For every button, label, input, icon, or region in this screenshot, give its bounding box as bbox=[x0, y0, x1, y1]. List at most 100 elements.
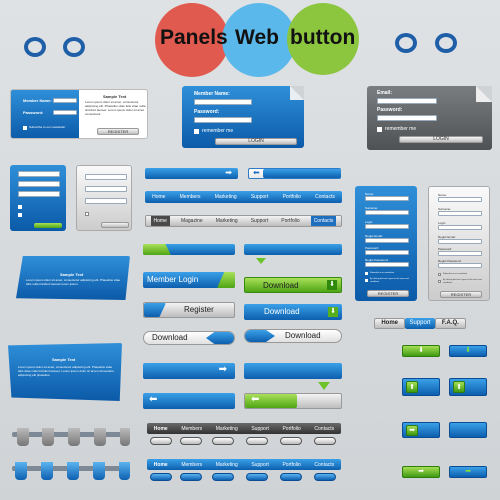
form-input[interactable] bbox=[85, 174, 127, 180]
nav-members[interactable]: Members bbox=[179, 194, 201, 200]
surname-input[interactable] bbox=[438, 211, 482, 216]
member-name-input[interactable] bbox=[194, 99, 252, 105]
nav-pill[interactable] bbox=[314, 437, 336, 445]
tile-green-right[interactable]: ➡ bbox=[402, 466, 440, 478]
nav-pill[interactable] bbox=[280, 473, 302, 481]
tab-home[interactable]: Home bbox=[374, 318, 406, 329]
nav-pill[interactable] bbox=[280, 437, 302, 445]
ribbon-tab[interactable] bbox=[94, 428, 106, 446]
ribbon-tab[interactable] bbox=[120, 428, 130, 446]
nav-pill[interactable] bbox=[150, 473, 172, 481]
register-button[interactable]: REGISTER bbox=[367, 290, 409, 297]
nav-portfolio[interactable]: Portfolio bbox=[282, 194, 301, 200]
member-name-input[interactable] bbox=[53, 98, 77, 103]
nav-pill[interactable] bbox=[180, 437, 202, 445]
nav-pill[interactable] bbox=[180, 473, 202, 481]
password-input[interactable] bbox=[438, 251, 482, 256]
dropdown-bar[interactable] bbox=[244, 244, 342, 255]
regist-email-input[interactable] bbox=[365, 238, 409, 243]
form-input[interactable] bbox=[85, 186, 127, 192]
email-input[interactable] bbox=[377, 98, 437, 104]
arrow-bar-left-2[interactable]: ⬅ bbox=[143, 393, 235, 409]
form-checkbox[interactable] bbox=[18, 213, 22, 217]
regist-password-input[interactable] bbox=[438, 263, 482, 268]
ribbon-tab[interactable] bbox=[41, 462, 53, 480]
login-input[interactable] bbox=[438, 225, 482, 230]
nav-support[interactable]: Support bbox=[250, 194, 269, 200]
tile-blue-up[interactable]: ⬆ bbox=[402, 378, 440, 396]
progress-bar-gray[interactable]: ⬅ bbox=[244, 393, 342, 409]
nav-pill[interactable] bbox=[246, 437, 268, 445]
nav-home[interactable]: Home bbox=[153, 461, 168, 468]
register-button-large[interactable]: Register bbox=[143, 302, 235, 318]
submit-button[interactable] bbox=[101, 222, 129, 228]
nav-magazine[interactable]: Magazine bbox=[180, 218, 203, 224]
progress-bar-green-blue[interactable] bbox=[143, 244, 235, 255]
tile-blue-right[interactable]: ➡ bbox=[402, 422, 440, 438]
tile-blue-right-2[interactable]: ➡ bbox=[449, 466, 487, 478]
form-input[interactable] bbox=[18, 191, 60, 197]
login-input[interactable] bbox=[365, 224, 409, 229]
form-input[interactable] bbox=[18, 181, 60, 187]
regist-password-input[interactable] bbox=[365, 262, 409, 267]
ribbon-tab[interactable] bbox=[93, 462, 105, 480]
ribbon-tab[interactable] bbox=[119, 462, 130, 480]
nav-contacts[interactable]: Contacts bbox=[314, 425, 335, 432]
terms-checkbox[interactable] bbox=[365, 279, 368, 282]
arrow-bar-right-2[interactable]: ➡ bbox=[143, 363, 235, 379]
nav-support[interactable]: Support bbox=[250, 218, 269, 224]
regist-email-input[interactable] bbox=[438, 239, 482, 244]
nav-pill[interactable] bbox=[212, 437, 234, 445]
password-input[interactable] bbox=[194, 117, 252, 123]
ribbon-tab[interactable] bbox=[67, 462, 79, 480]
subscribe-checkbox[interactable] bbox=[365, 272, 368, 275]
nav-portfolio[interactable]: Portfolio bbox=[282, 425, 301, 432]
surname-input[interactable] bbox=[365, 210, 409, 215]
nav-support[interactable]: Support bbox=[251, 461, 269, 468]
remember-checkbox[interactable] bbox=[194, 129, 199, 134]
nav-pill[interactable] bbox=[314, 473, 336, 481]
remember-checkbox[interactable] bbox=[377, 127, 382, 132]
form-input[interactable] bbox=[18, 171, 60, 177]
form-input[interactable] bbox=[85, 198, 127, 204]
ribbon-tab[interactable] bbox=[42, 428, 54, 446]
nav-home[interactable]: Home bbox=[153, 425, 168, 432]
nav-members[interactable]: Members bbox=[181, 461, 203, 468]
arrow-bar-right[interactable]: ➡ bbox=[145, 168, 238, 179]
ribbon-tab[interactable] bbox=[17, 428, 29, 446]
member-login-button[interactable]: Member Login bbox=[143, 272, 235, 288]
nav-portfolio[interactable]: Portfolio bbox=[281, 218, 300, 224]
ribbon-tab[interactable] bbox=[68, 428, 80, 446]
download-pill-1[interactable]: Download bbox=[143, 331, 235, 345]
nav-portfolio[interactable]: Portfolio bbox=[282, 461, 301, 468]
subscribe-checkbox[interactable] bbox=[438, 273, 441, 276]
nav-marketing[interactable]: Marketing bbox=[214, 194, 237, 200]
tile-blue-plain[interactable] bbox=[449, 422, 487, 438]
tile-blue-down[interactable]: ⬇ bbox=[449, 345, 487, 357]
login-button[interactable]: LOGIN bbox=[399, 136, 483, 143]
submit-button[interactable] bbox=[34, 223, 62, 228]
download-pill-2[interactable]: Download bbox=[244, 329, 342, 343]
nav-marketing[interactable]: Marketing bbox=[215, 425, 238, 432]
nav-contacts[interactable]: Contacts bbox=[310, 216, 337, 226]
nav-pill[interactable] bbox=[246, 473, 268, 481]
login-button[interactable]: LOGIN bbox=[215, 138, 297, 145]
form-checkbox[interactable] bbox=[85, 212, 89, 216]
nav-marketing[interactable]: Marketing bbox=[215, 461, 238, 468]
register-button[interactable]: REGISTER bbox=[97, 128, 139, 135]
register-button[interactable]: REGISTER bbox=[440, 291, 482, 298]
password-input[interactable] bbox=[377, 115, 437, 121]
arrow-bar-left[interactable]: ⬅ bbox=[248, 168, 341, 179]
nav-contacts[interactable]: Contacts bbox=[314, 461, 335, 468]
download-button-green[interactable]: Download⬇ bbox=[244, 277, 342, 293]
nav-home[interactable]: Home bbox=[152, 194, 166, 200]
nav-marketing[interactable]: Marketing bbox=[215, 218, 238, 224]
password-input[interactable] bbox=[53, 110, 77, 115]
nav-home[interactable]: Home bbox=[150, 216, 170, 226]
tab-faq[interactable]: F.A.Q. bbox=[434, 318, 466, 329]
name-input[interactable] bbox=[438, 197, 482, 202]
ribbon-tab[interactable] bbox=[15, 462, 27, 480]
nav-support[interactable]: Support bbox=[251, 425, 269, 432]
nav-pill[interactable] bbox=[150, 437, 172, 445]
terms-checkbox[interactable] bbox=[438, 280, 441, 283]
